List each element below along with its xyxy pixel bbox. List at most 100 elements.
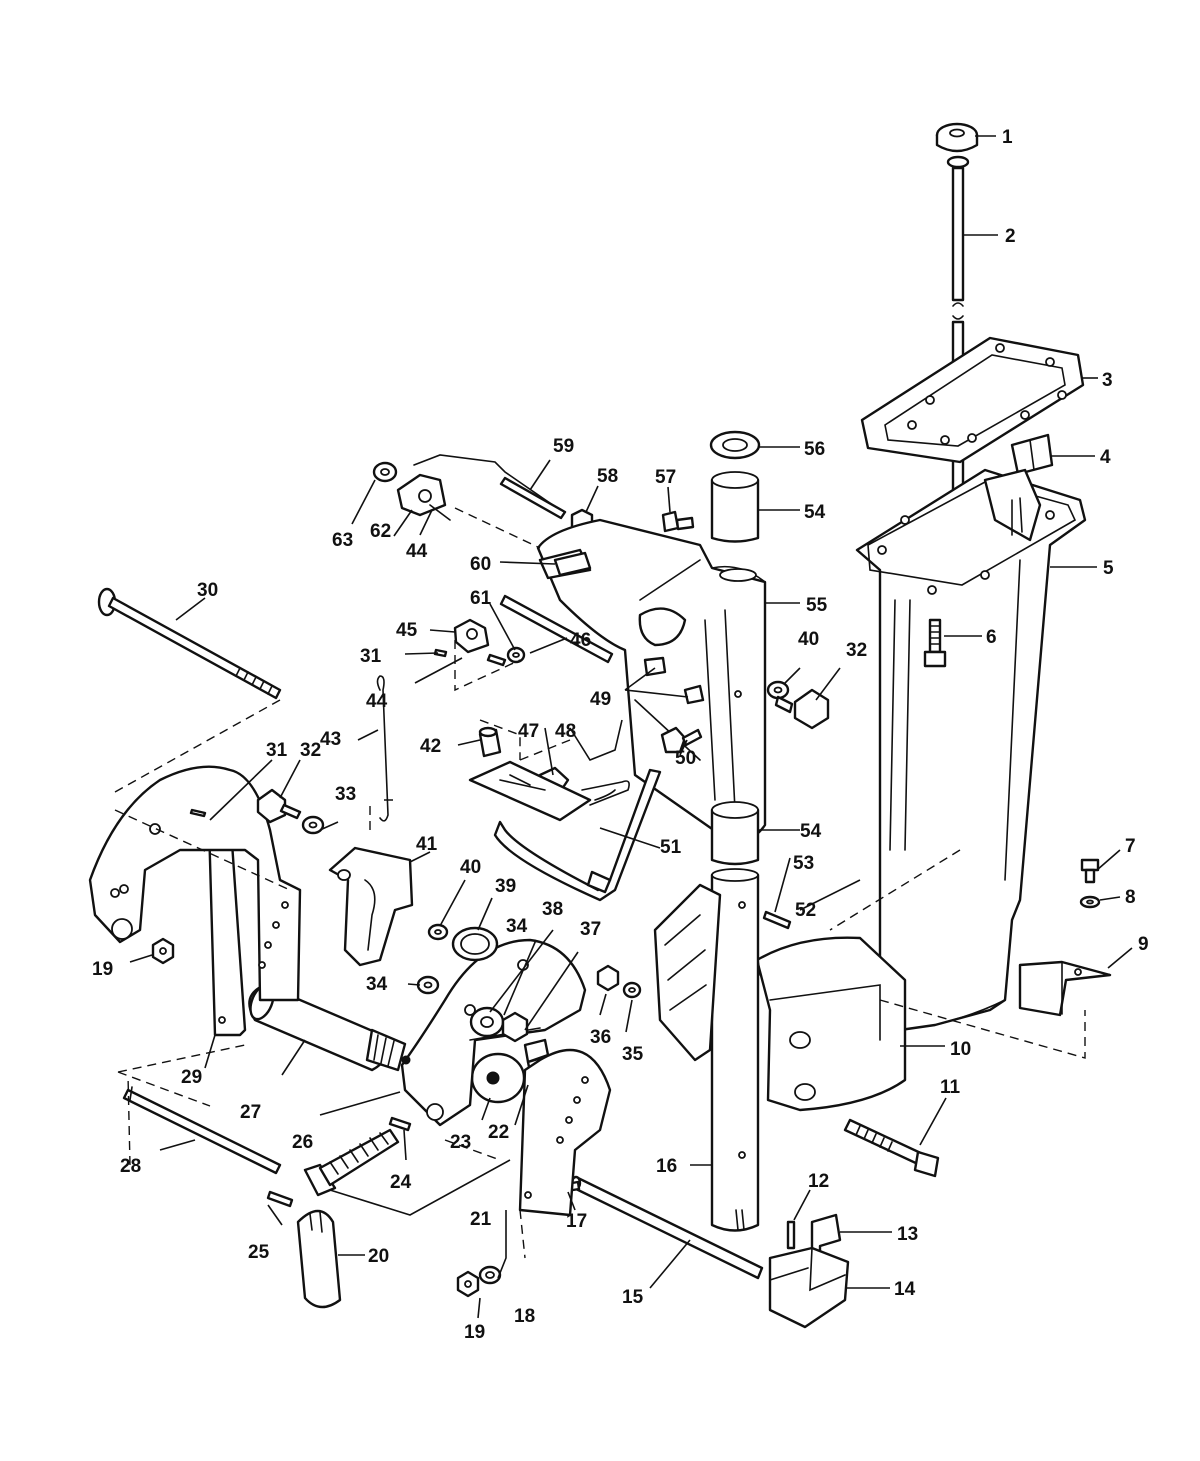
part-decal xyxy=(553,551,592,577)
callout-35: 35 xyxy=(622,1044,644,1065)
callout-26: 26 xyxy=(292,1132,313,1153)
callout-43: 43 xyxy=(320,729,341,750)
callout-40-left: 40 xyxy=(460,857,481,878)
callout-7: 7 xyxy=(1125,836,1136,857)
callout-55: 55 xyxy=(806,595,828,616)
callout-21: 21 xyxy=(470,1209,492,1230)
callout-16: 16 xyxy=(656,1156,677,1177)
callout-4: 4 xyxy=(1100,447,1111,468)
callout-17: 17 xyxy=(566,1211,587,1232)
callout-56: 56 xyxy=(804,439,825,460)
callout-3: 3 xyxy=(1102,370,1113,391)
callout-34-left: 34 xyxy=(366,974,388,995)
part-anode-bracket xyxy=(1018,960,1112,1017)
callout-47: 47 xyxy=(518,721,539,742)
callout-10: 10 xyxy=(950,1039,971,1060)
callout-labels: 1 2 3 4 5 6 7 8 9 10 11 12 13 14 15 16 1… xyxy=(92,127,1149,1343)
part-adjusting-screw xyxy=(303,1128,400,1197)
callout-6: 6 xyxy=(986,627,997,648)
callout-19-bottom: 19 xyxy=(464,1322,485,1343)
callout-39: 39 xyxy=(495,876,516,897)
callout-33: 33 xyxy=(335,784,356,805)
callout-2: 2 xyxy=(1005,226,1016,247)
callout-31-lower: 31 xyxy=(266,740,288,761)
part-latch-plate xyxy=(328,846,414,967)
part-long-bolt xyxy=(843,1118,940,1178)
callout-49: 49 xyxy=(590,689,611,710)
callout-15: 15 xyxy=(622,1287,644,1308)
callout-36: 36 xyxy=(590,1027,611,1048)
part-left-stern-bracket xyxy=(88,765,302,1002)
part-clamp-inner xyxy=(596,883,792,1062)
part-clip-set xyxy=(768,1213,850,1329)
callout-38: 38 xyxy=(542,899,563,920)
callout-62: 62 xyxy=(370,521,391,542)
callout-34-right: 34 xyxy=(506,916,528,937)
callout-18: 18 xyxy=(514,1306,535,1327)
part-swivel-bushings xyxy=(709,430,761,866)
part-washer-nut xyxy=(151,937,502,1298)
part-driveshaft-housing xyxy=(855,468,1087,1032)
callout-60: 60 xyxy=(470,554,491,575)
callout-46: 46 xyxy=(570,630,591,651)
part-stern-bracket xyxy=(755,936,907,1112)
callout-23: 23 xyxy=(450,1132,471,1153)
callout-31-upper: 31 xyxy=(360,646,382,667)
part-wire-link xyxy=(376,675,389,822)
callout-9: 9 xyxy=(1138,934,1149,955)
callout-32-right: 32 xyxy=(846,640,867,661)
callout-14: 14 xyxy=(894,1279,916,1300)
callout-45: 45 xyxy=(396,620,418,641)
callout-27: 27 xyxy=(240,1102,261,1123)
callout-11: 11 xyxy=(940,1077,961,1098)
callout-40-right: 40 xyxy=(798,629,819,650)
callout-8: 8 xyxy=(1125,887,1136,908)
callout-42: 42 xyxy=(420,736,441,757)
part-gasket xyxy=(860,336,1085,464)
callout-59: 59 xyxy=(553,436,574,457)
part-right-stern-bracket xyxy=(518,1048,612,1217)
part-bushing xyxy=(478,726,502,758)
callout-44-lower: 44 xyxy=(366,691,388,712)
callout-48: 48 xyxy=(555,721,576,742)
part-spring xyxy=(451,926,499,962)
callout-25: 25 xyxy=(248,1242,270,1263)
part-cam-set xyxy=(372,461,614,667)
part-reverse-lock xyxy=(468,760,662,902)
callout-54-upper: 54 xyxy=(804,502,826,523)
callout-20: 20 xyxy=(368,1246,389,1267)
callout-30: 30 xyxy=(197,580,218,601)
callout-12: 12 xyxy=(808,1171,829,1192)
part-swivel-tube xyxy=(710,868,760,1232)
callout-24: 24 xyxy=(390,1172,412,1193)
callout-41: 41 xyxy=(416,834,438,855)
callout-13: 13 xyxy=(897,1224,918,1245)
part-pivot-pin xyxy=(122,1086,282,1175)
part-tilt-lever-bracket xyxy=(400,938,587,1127)
part-knob xyxy=(388,1038,550,1132)
callout-44-upper: 44 xyxy=(406,541,428,562)
part-rod xyxy=(951,166,965,534)
leader-lines xyxy=(129,135,1133,1319)
callout-37: 37 xyxy=(580,919,601,940)
part-through-bolt xyxy=(97,587,282,700)
callout-22: 22 xyxy=(488,1122,509,1143)
part-grommet xyxy=(935,122,979,169)
callout-28: 28 xyxy=(120,1156,141,1177)
callout-19-left: 19 xyxy=(92,959,113,980)
part-linkage-rod xyxy=(413,454,695,534)
callout-54-lower: 54 xyxy=(800,821,822,842)
assembly-lines xyxy=(114,507,1086,1259)
part-plate xyxy=(1010,433,1054,476)
part-washers-40 xyxy=(427,680,790,941)
callout-61: 61 xyxy=(470,588,492,609)
callout-32-left: 32 xyxy=(300,740,321,761)
part-bolt-washer-left xyxy=(189,788,325,835)
callout-57: 57 xyxy=(655,467,676,488)
part-tilt-cylinder xyxy=(248,983,411,1072)
callout-29: 29 xyxy=(181,1067,202,1088)
callout-50: 50 xyxy=(675,748,696,769)
callout-52: 52 xyxy=(795,900,816,921)
parts-artwork xyxy=(88,122,1112,1329)
